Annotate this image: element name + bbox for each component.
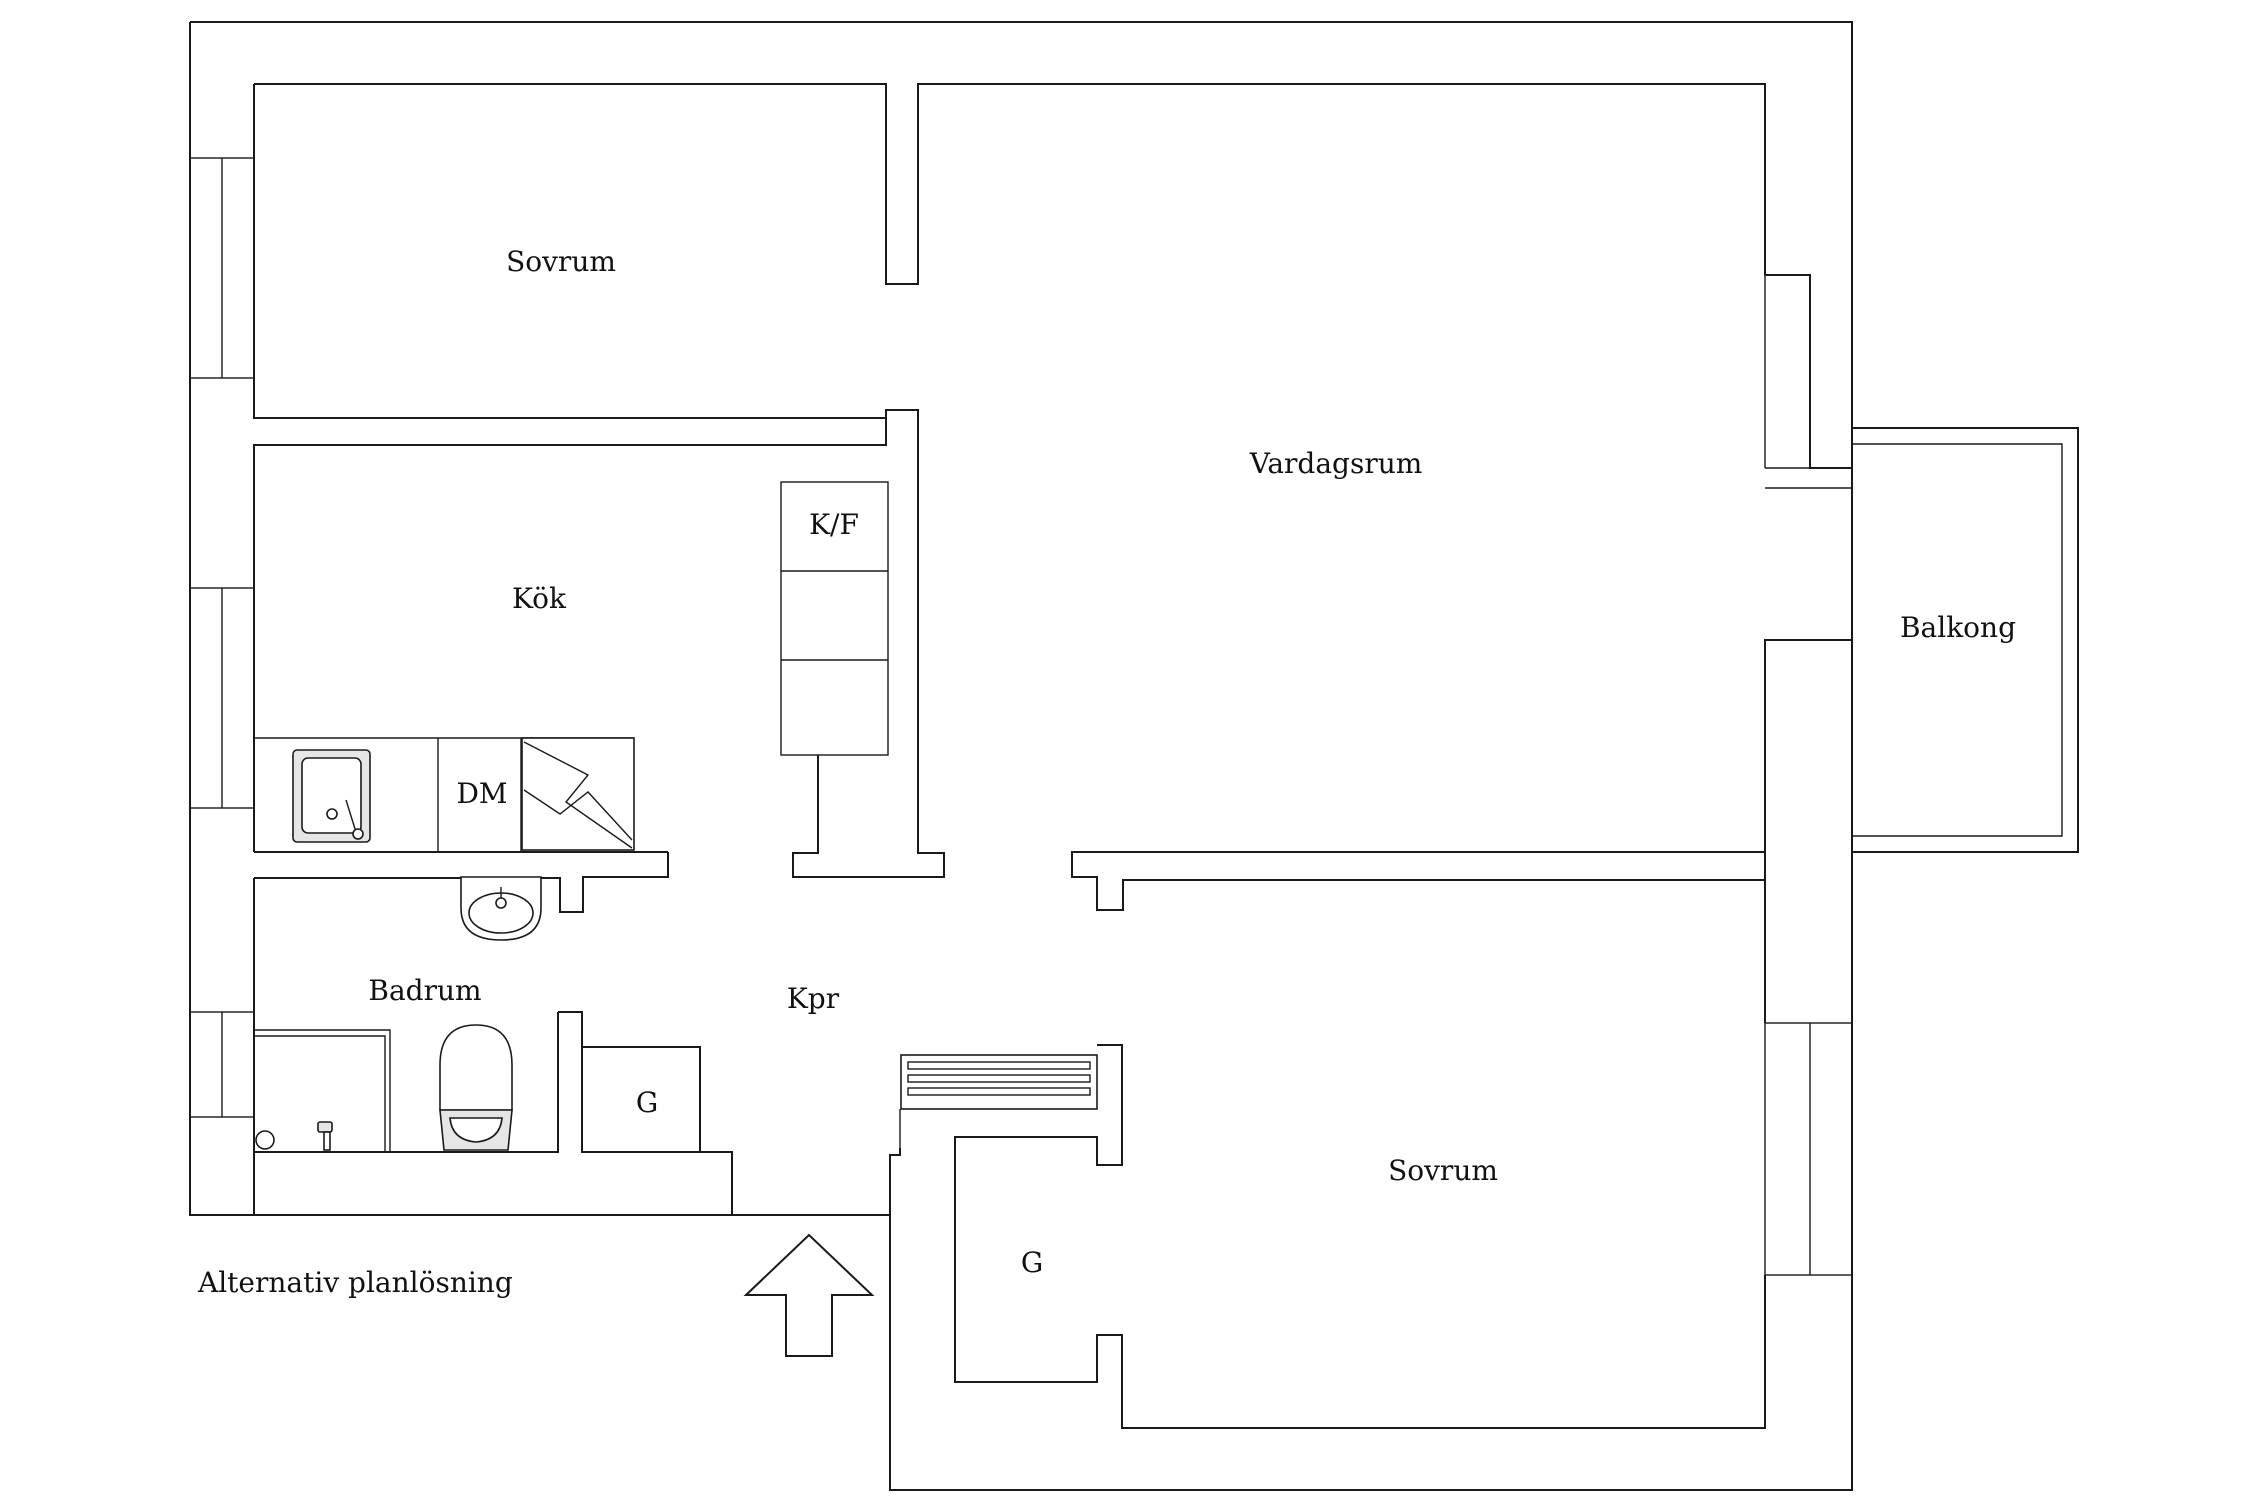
washbasin-icon bbox=[460, 876, 542, 941]
living-room-walls bbox=[1071, 640, 1766, 1023]
stove-icon bbox=[521, 737, 635, 851]
room-label-sovrum-top: Sovrum bbox=[506, 245, 616, 278]
west-windows bbox=[189, 157, 255, 1118]
room-label-kok: Kök bbox=[512, 582, 567, 615]
bathroom-walls bbox=[253, 878, 733, 1215]
room-label-vardagsrum: Vardagsrum bbox=[1249, 447, 1423, 480]
room-label-g-bedroom: G bbox=[1021, 1246, 1043, 1279]
radiator-icon bbox=[899, 1054, 1098, 1155]
room-label-badrum: Badrum bbox=[368, 974, 481, 1007]
kitchen-sink-icon bbox=[292, 749, 371, 843]
kitchen-walls bbox=[254, 409, 945, 913]
room-label-dm: DM bbox=[456, 777, 507, 810]
entrance-arrow-icon bbox=[743, 1233, 875, 1357]
shower-icon bbox=[255, 1121, 333, 1151]
room-label-balkong: Balkong bbox=[1900, 611, 2016, 644]
room-label-sovrum-bottom: Sovrum bbox=[1388, 1154, 1498, 1187]
room-label-g-bath: G bbox=[636, 1086, 658, 1119]
plan-caption: Alternativ planlösning bbox=[197, 1266, 513, 1299]
balcony bbox=[1852, 427, 2079, 853]
room-label-kpr: Kpr bbox=[787, 982, 840, 1015]
room-label-kf: K/F bbox=[809, 508, 859, 541]
toilet-icon bbox=[439, 1024, 513, 1151]
